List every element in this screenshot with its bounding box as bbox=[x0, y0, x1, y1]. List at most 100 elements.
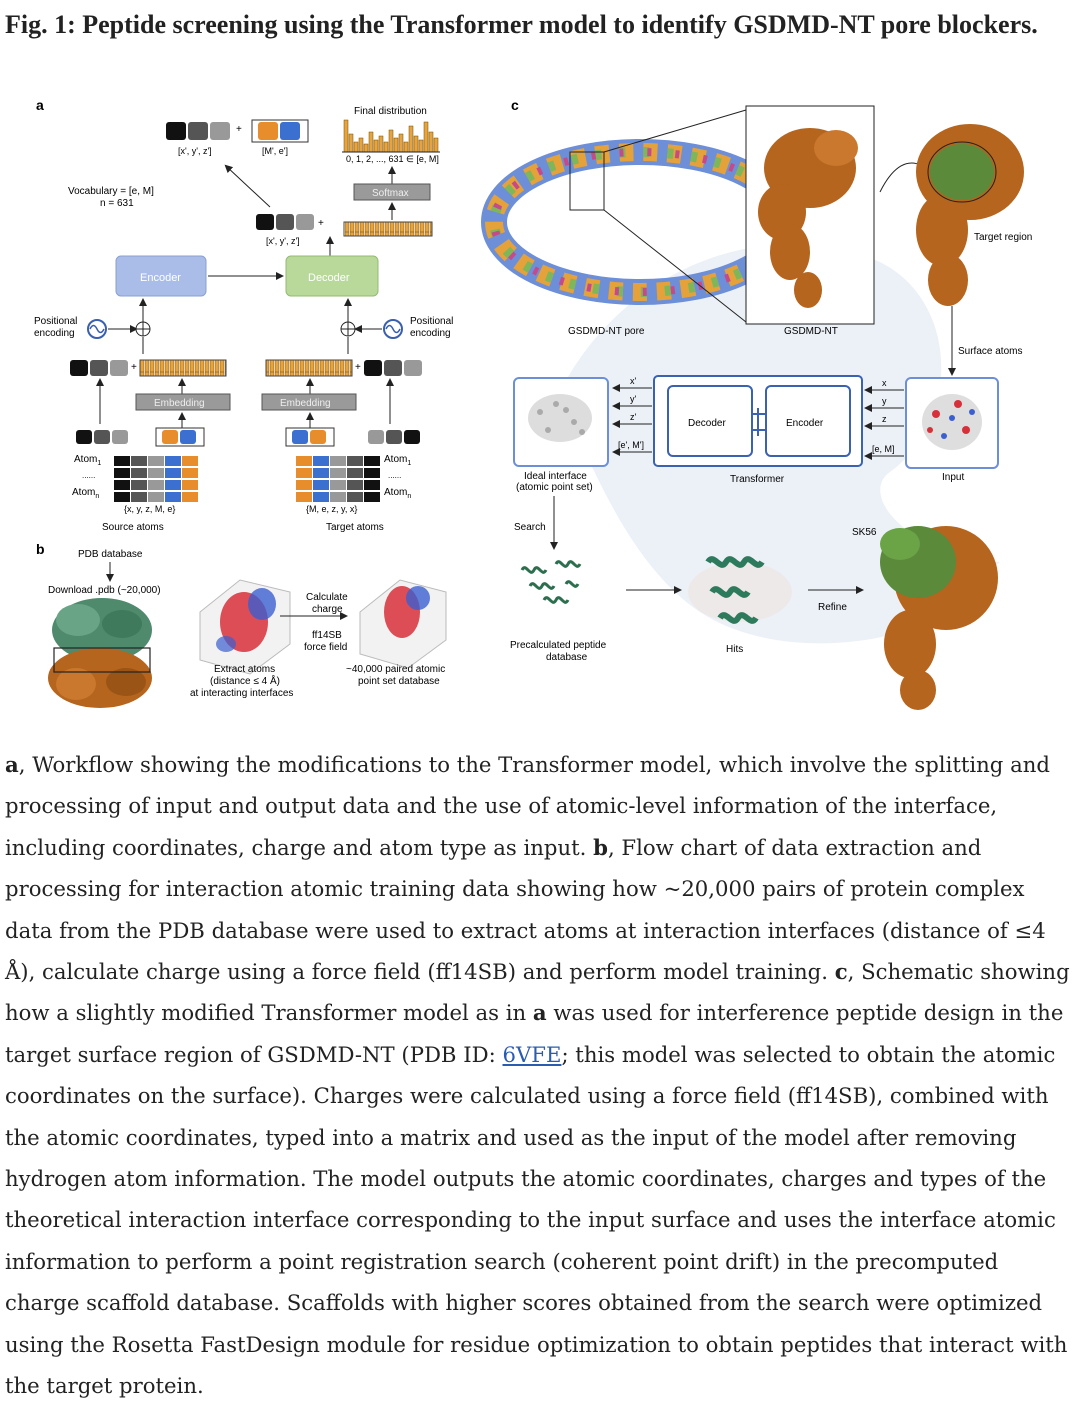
gsdmd-protein bbox=[758, 128, 858, 308]
decoder-input-tokens: + bbox=[256, 214, 324, 230]
pdb-database: PDB database bbox=[78, 549, 143, 560]
positional-right-2: encoding bbox=[410, 328, 451, 339]
hits-image bbox=[688, 556, 792, 624]
refine-label: Refine bbox=[818, 602, 847, 613]
panel-a-letter: a bbox=[36, 97, 44, 113]
panel-c-letter: c bbox=[511, 97, 519, 113]
figure-caption: a, Workflow showing the modifications to… bbox=[5, 744, 1075, 1407]
hits-label: Hits bbox=[726, 644, 743, 655]
positional-left-1: Positional bbox=[34, 316, 77, 327]
em-prime-label: [e', M'] bbox=[618, 440, 644, 450]
vocab-line2: n = 631 bbox=[100, 198, 134, 209]
source-embedded-tokens: + bbox=[70, 359, 227, 377]
em-label: [e, M] bbox=[872, 444, 895, 454]
svg-text:+: + bbox=[131, 362, 137, 373]
output-token-row: + bbox=[166, 119, 309, 143]
svg-text:+: + bbox=[318, 218, 324, 229]
caption-c-a-ref: a bbox=[532, 1000, 547, 1026]
source-atoms: Source atoms bbox=[102, 522, 164, 533]
calculate-charge-2: charge bbox=[312, 604, 343, 615]
caption-a-text: , Workflow showing the modifications to … bbox=[5, 752, 1050, 860]
xyz-label: [x', y', z'] bbox=[178, 146, 212, 156]
caption-c-letter: c bbox=[834, 959, 848, 985]
gsdmd-pore-ring bbox=[481, 139, 799, 305]
pore-label: GSDMD-NT pore bbox=[568, 326, 645, 337]
x-label: x bbox=[882, 378, 887, 388]
caption-a-letter: a bbox=[5, 752, 19, 777]
ff14sb-2: force field bbox=[304, 642, 347, 653]
atomn-left: Atomn bbox=[72, 487, 99, 500]
source-coord-tokens bbox=[76, 427, 205, 447]
dots-right: ...... bbox=[388, 471, 401, 480]
source-atom-grid bbox=[114, 456, 198, 502]
ff14sb-1: ff14SB bbox=[312, 630, 342, 641]
softmax-box: Softmax bbox=[372, 188, 409, 199]
embedding-left: Embedding bbox=[154, 398, 205, 409]
decoder-label: Decoder bbox=[308, 272, 350, 284]
atom1-right: Atom1 bbox=[384, 454, 411, 467]
transformer-encoder-label: Encoder bbox=[786, 418, 824, 429]
input-label: Input bbox=[942, 472, 964, 483]
paired-db-1: ~40,000 paired atomic bbox=[346, 664, 445, 675]
target-region-protein bbox=[916, 124, 1024, 306]
target-embedded-tokens: + bbox=[265, 359, 422, 377]
point-set-plot-1 bbox=[199, 579, 291, 675]
pdb-link[interactable]: 6VFE bbox=[502, 1041, 562, 1067]
atom1-left: Atom1 bbox=[74, 454, 101, 467]
ideal-interface-points bbox=[528, 394, 592, 442]
x-prime-label: x' bbox=[630, 376, 637, 386]
transformer-decoder-label: Decoder bbox=[688, 418, 726, 429]
positional-right-1: Positional bbox=[410, 316, 453, 327]
extract-atoms-1: Extract atoms bbox=[214, 664, 275, 675]
protein-complex-image bbox=[48, 598, 152, 708]
svg-text:+: + bbox=[236, 124, 242, 135]
encoder-box bbox=[115, 255, 207, 297]
svg-text:+: + bbox=[355, 362, 361, 373]
final-axis-label: 0, 1, 2, ..., 631 ∈ [e, M] bbox=[346, 154, 439, 164]
paired-db-2: point set database bbox=[358, 676, 440, 687]
caption-b-text: , Flow chart of data extraction and proc… bbox=[5, 834, 1046, 985]
decoder-box bbox=[285, 255, 379, 297]
peptide-database-image bbox=[520, 560, 582, 604]
extract-atoms-2: (distance ≤ 4 Å) bbox=[210, 674, 280, 687]
panel-b-letter: b bbox=[36, 541, 45, 557]
vocab-line1: Vocabulary = [e, M] bbox=[68, 186, 154, 197]
z-prime-label: z' bbox=[630, 412, 637, 422]
precalc-db-1: Precalculated peptide bbox=[510, 640, 607, 651]
me-label: [M', e'] bbox=[262, 146, 288, 156]
figure-image: a + [x', y', z'] [M', e'] Final distribu… bbox=[0, 92, 1080, 717]
caption-b-letter: b bbox=[593, 834, 608, 860]
target-atoms: Target atoms bbox=[326, 522, 384, 533]
transformer-label: Transformer bbox=[730, 474, 785, 485]
gsdmd-label: GSDMD-NT bbox=[784, 326, 838, 337]
caption-c-text3: ; this model was selected to obtain the … bbox=[5, 1041, 1068, 1399]
dots-left: ...... bbox=[82, 471, 95, 480]
y-prime-label: y' bbox=[630, 394, 637, 404]
atomn-right: Atomn bbox=[384, 487, 411, 500]
xyz-label-2: [x', y', z'] bbox=[266, 236, 300, 246]
target-tuple: {M, e, z, y, x} bbox=[306, 504, 357, 514]
transformer-decoder-box bbox=[667, 385, 753, 457]
sk56-protein bbox=[880, 526, 998, 710]
ideal-interface-1: Ideal interface bbox=[524, 471, 587, 482]
source-tuple: {x, y, z, M, e} bbox=[124, 504, 175, 514]
precalc-db-2: database bbox=[546, 652, 588, 663]
ideal-interface-2: (atomic point set) bbox=[516, 482, 593, 493]
positional-left-2: encoding bbox=[34, 328, 75, 339]
target-coord-tokens bbox=[285, 427, 420, 447]
target-atom-grid bbox=[296, 456, 380, 502]
decoder-output-vector bbox=[343, 221, 433, 237]
final-distribution-label: Final distribution bbox=[354, 106, 427, 117]
figure-title: Fig. 1: Peptide screening using the Tran… bbox=[5, 10, 1038, 39]
input-point-cloud bbox=[922, 394, 982, 450]
extract-atoms-3: at interacting interfaces bbox=[190, 688, 293, 699]
embedding-right: Embedding bbox=[280, 398, 331, 409]
caption-c-text2: was used for interference peptide design… bbox=[5, 1000, 1064, 1067]
search-label: Search bbox=[514, 522, 546, 533]
transformer-encoder-box bbox=[765, 385, 851, 457]
caption-c-text1: , Schematic showing how a slightly modif… bbox=[5, 959, 1070, 1026]
final-distribution-histogram bbox=[343, 119, 439, 153]
y-label: y bbox=[882, 396, 887, 406]
download-label: Download .pdb (~20,000) bbox=[48, 585, 161, 596]
point-set-plot-2 bbox=[359, 579, 447, 669]
